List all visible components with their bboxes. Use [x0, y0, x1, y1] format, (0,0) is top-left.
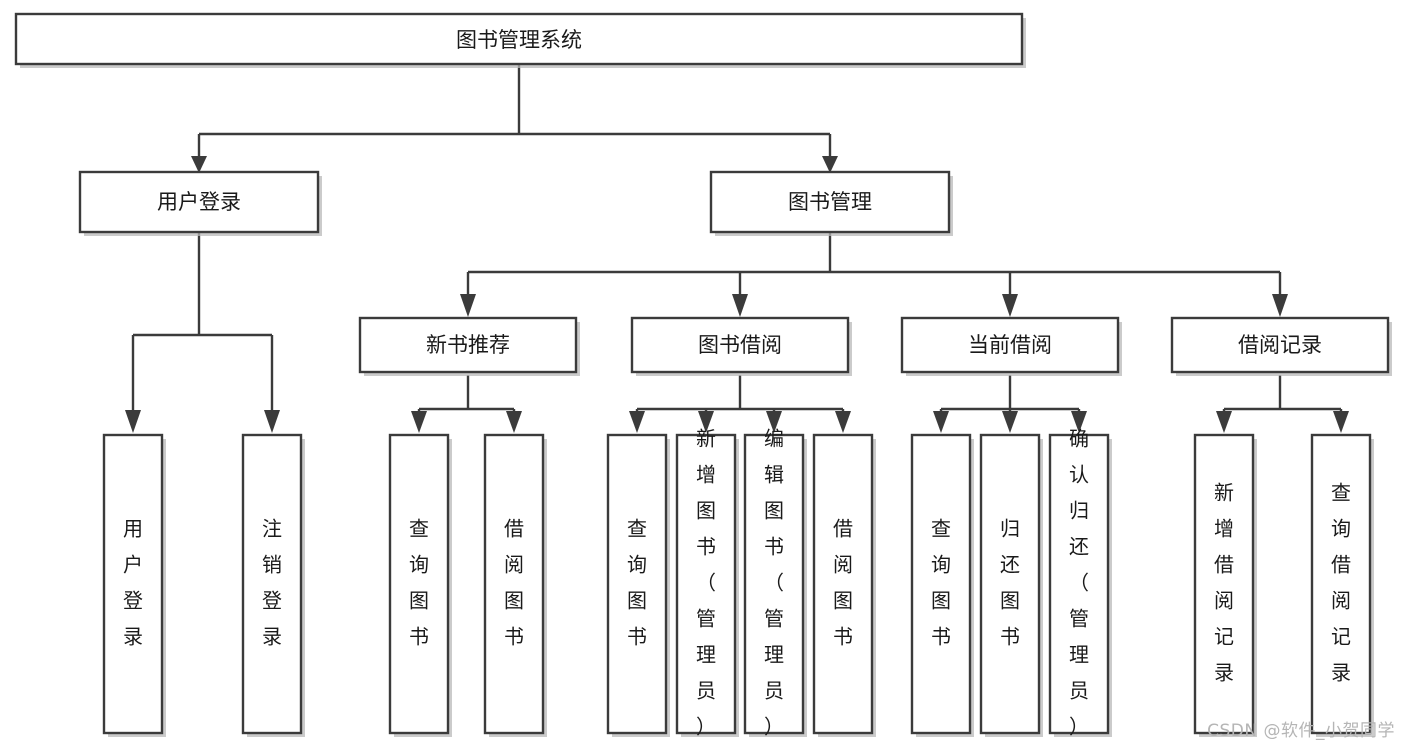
arrow-head-leaf-user-login [125, 410, 141, 433]
node-leaf-query-book-3-label: 查询图书 [931, 517, 951, 649]
node-user-login-label: 用户登录 [157, 190, 241, 214]
node-current-borrow-box [900, 316, 1120, 374]
node-leaf-query-book-2[interactable]: 查询图书 [606, 433, 670, 737]
node-leaf-add-book-box [675, 433, 737, 735]
node-leaf-query-book-2-label: 查询图书 [627, 517, 647, 649]
node-leaf-return-book-label: 归还图书 [1000, 517, 1020, 649]
node-new-book-rec-box [358, 316, 578, 374]
node-user-login-box [78, 170, 320, 234]
arrow-head-leaf-query-book-2 [629, 411, 645, 433]
node-leaf-query-book-1-box [388, 433, 450, 735]
node-leaf-user-login-label: 用户登录 [123, 517, 143, 649]
node-leaf-borrow-book-1-label: 借阅图书 [504, 517, 524, 649]
node-book-borrow[interactable]: 图书借阅 [630, 316, 852, 376]
arrow-head-leaf-borrow-book-1 [506, 411, 522, 433]
node-leaf-query-book-3-box [910, 433, 972, 735]
node-leaf-add-record[interactable]: 新增借阅记录 [1193, 433, 1257, 737]
arrow-head-current-borrow [1002, 294, 1018, 317]
node-leaf-borrow-book-2[interactable]: 借阅图书 [812, 433, 876, 737]
node-leaf-query-book-2-box [606, 433, 668, 735]
node-leaf-confirm-return[interactable]: 确认归还（管理员） [1048, 427, 1112, 739]
node-book-borrow-label: 图书借阅 [698, 333, 782, 357]
arrow-head-book-borrow [732, 294, 748, 317]
node-leaf-user-logout-box [241, 433, 303, 735]
node-leaf-user-logout[interactable]: 注销登录 [241, 433, 305, 737]
node-book-borrow-box [630, 316, 850, 374]
arrow-head-leaf-confirm-return [1071, 411, 1087, 433]
node-current-borrow[interactable]: 当前借阅 [900, 316, 1122, 376]
node-leaf-confirm-return-box [1048, 433, 1110, 735]
arrow-head-leaf-edit-book [766, 411, 782, 433]
node-new-book-rec-label: 新书推荐 [426, 333, 510, 357]
arrow-head-leaf-query-book-3 [933, 411, 949, 433]
node-new-book-rec[interactable]: 新书推荐 [358, 316, 580, 376]
connector-layer [125, 64, 1349, 433]
node-leaf-query-book-3[interactable]: 查询图书 [910, 433, 974, 737]
arrow-head-leaf-user-logout [264, 410, 280, 433]
arrow-head-leaf-add-book [698, 411, 714, 433]
arrow-head-user-login [191, 156, 207, 173]
node-leaf-return-book[interactable]: 归还图书 [979, 433, 1043, 737]
arrow-head-new-book-rec [460, 294, 476, 317]
arrow-head-leaf-query-record [1333, 411, 1349, 433]
arrow-head-book-manage [822, 156, 838, 173]
arrow-head-leaf-return-book [1002, 411, 1018, 433]
node-root-label: 图书管理系统 [456, 28, 582, 52]
arrow-head-borrow-record [1272, 294, 1288, 317]
node-leaf-query-record-label: 查询借阅记录 [1331, 481, 1351, 685]
node-leaf-add-book[interactable]: 新增图书（管理员） [675, 427, 739, 739]
node-leaf-add-record-box [1193, 433, 1255, 735]
node-root-box [14, 12, 1024, 66]
node-leaf-borrow-book-2-label: 借阅图书 [833, 517, 853, 649]
node-leaf-borrow-book-1-box [483, 433, 545, 735]
node-leaf-edit-book-box [743, 433, 805, 735]
node-borrow-record-label: 借阅记录 [1238, 333, 1322, 357]
node-leaf-add-book-label: 新增图书（管理员） [696, 427, 716, 739]
node-leaf-query-record-box [1310, 433, 1372, 735]
node-borrow-record-box [1170, 316, 1390, 374]
node-user-login[interactable]: 用户登录 [78, 170, 322, 236]
node-current-borrow-label: 当前借阅 [968, 333, 1052, 357]
node-leaf-query-book-1[interactable]: 查询图书 [388, 433, 452, 737]
node-leaf-user-login[interactable]: 用户登录 [102, 433, 166, 737]
arrow-head-leaf-borrow-book-2 [835, 411, 851, 433]
arrow-head-leaf-query-book-1 [411, 411, 427, 433]
node-leaf-query-record[interactable]: 查询借阅记录 [1310, 433, 1374, 737]
node-leaf-return-book-box [979, 433, 1041, 735]
watermark-text: CSDN @软件_小贺同学 [1207, 721, 1395, 741]
node-leaf-borrow-book-1[interactable]: 借阅图书 [483, 433, 547, 737]
node-root[interactable]: 图书管理系统 [14, 12, 1026, 68]
node-book-manage-box [709, 170, 951, 234]
node-leaf-user-logout-label: 注销登录 [262, 517, 282, 649]
node-book-manage[interactable]: 图书管理 [709, 170, 953, 236]
node-leaf-add-record-label: 新增借阅记录 [1214, 481, 1234, 685]
node-leaf-borrow-book-2-box [812, 433, 874, 735]
node-leaf-user-login-box [102, 433, 164, 735]
node-book-manage-label: 图书管理 [788, 190, 872, 214]
node-leaf-edit-book-label: 编辑图书（管理员） [764, 427, 784, 739]
node-leaf-query-book-1-label: 查询图书 [409, 517, 429, 649]
node-leaf-edit-book[interactable]: 编辑图书（管理员） [743, 427, 807, 739]
node-leaf-confirm-return-label: 确认归还（管理员） [1069, 427, 1089, 739]
arrow-head-leaf-add-record [1216, 411, 1232, 433]
node-borrow-record[interactable]: 借阅记录 [1170, 316, 1392, 376]
